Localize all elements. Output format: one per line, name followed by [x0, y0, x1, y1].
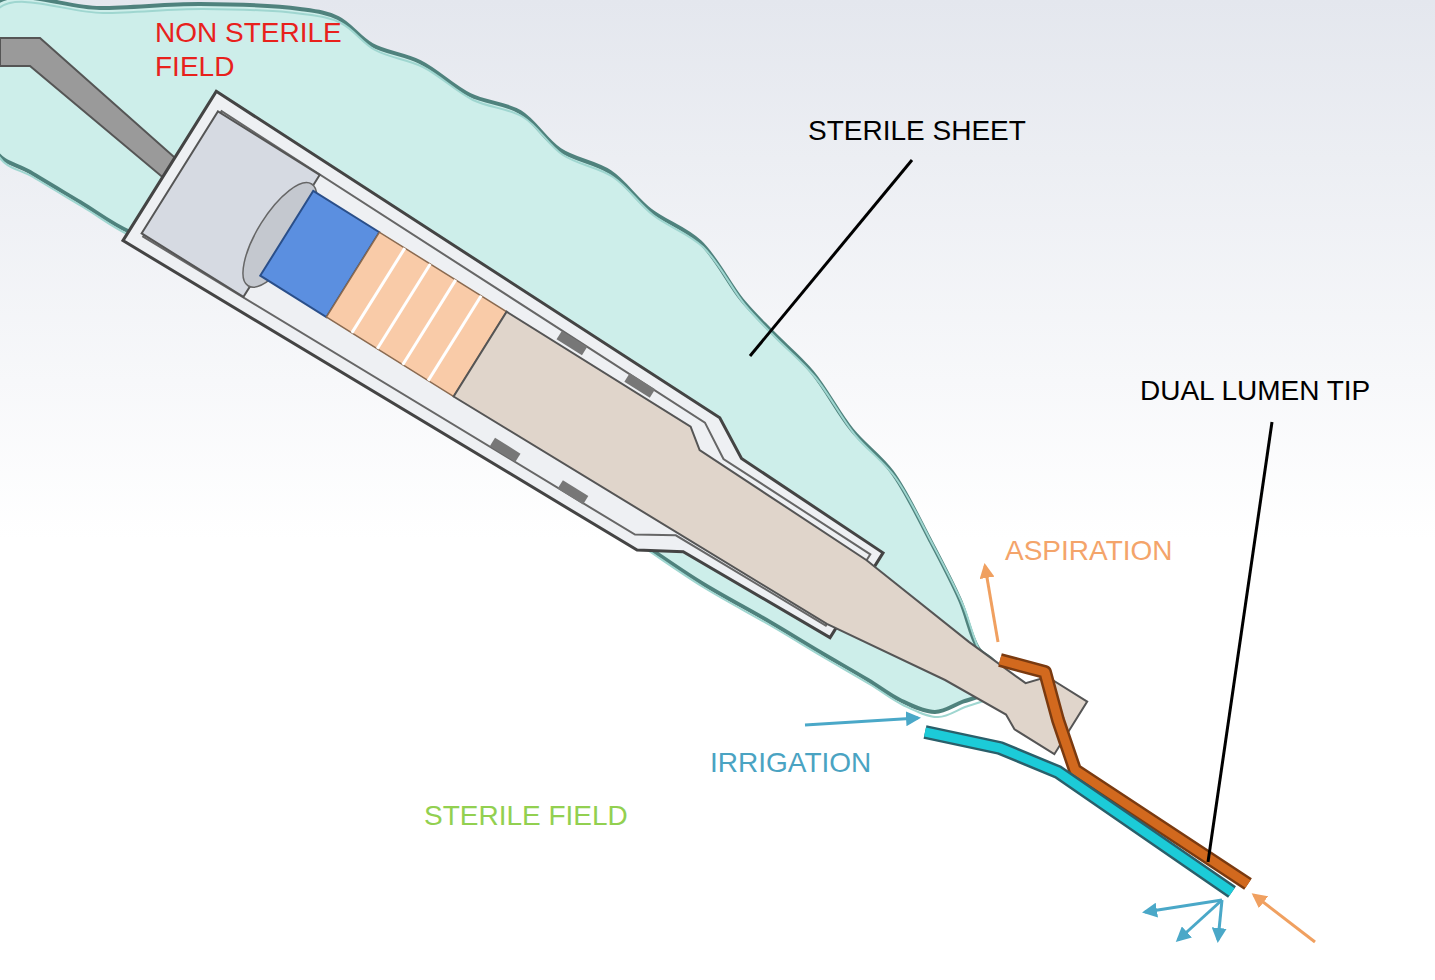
part-label: STERILE SHEET [808, 114, 1026, 148]
seal [624, 373, 655, 397]
handpiece [123, 91, 1117, 803]
irrigation-tube [925, 732, 1232, 892]
irrigation-tube-outline [925, 732, 1232, 892]
irrigation-arrow [805, 718, 918, 725]
flow-arrows [805, 566, 1315, 942]
leader-line [1208, 422, 1272, 862]
spray-arrow [1218, 900, 1222, 940]
aspiration-arrow [985, 566, 998, 642]
flow-label: ASPIRATION [1005, 534, 1173, 568]
seal [490, 438, 521, 462]
suction-arrow [1254, 895, 1315, 942]
region-label: NON STERILE FIELD [155, 16, 345, 83]
flow-label: IRRIGATION [710, 746, 871, 780]
dual-lumen-tip [925, 660, 1248, 892]
part-label: DUAL LUMEN TIP [1140, 374, 1370, 408]
region-label: STERILE FIELD [424, 799, 628, 833]
horn [454, 312, 1100, 767]
spray-arrow [1178, 900, 1222, 940]
leader-line [750, 160, 912, 356]
seal [558, 480, 589, 504]
seal [557, 331, 588, 355]
